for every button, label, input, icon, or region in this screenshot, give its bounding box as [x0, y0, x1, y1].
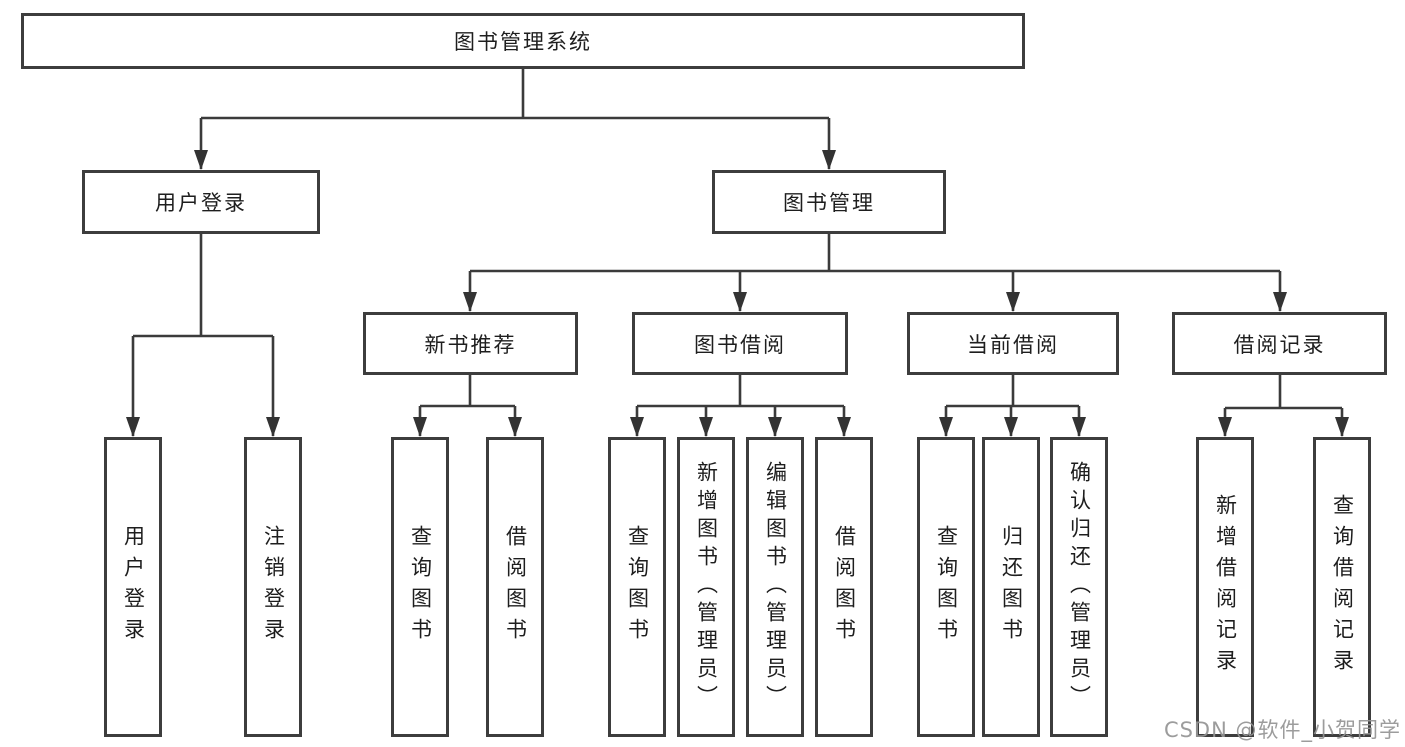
leaf-current-confirm-return-admin: 确认归还（管理员） — [1050, 437, 1108, 737]
connector-user-login-to-leaves — [126, 234, 280, 437]
leaf-borrow-borrow-books-label: 借阅图书 — [832, 525, 857, 649]
leaf-user-login-label: 用户登录 — [121, 525, 146, 649]
leaf-newbook-borrow-books-label: 借阅图书 — [503, 525, 528, 649]
leaf-newbook-borrow-books: 借阅图书 — [486, 437, 544, 737]
connector-root-to-level2 — [194, 69, 836, 170]
connector-borrow-record-to-leaves — [1218, 375, 1349, 437]
node-borrow-record-label: 借阅记录 — [1233, 332, 1326, 357]
node-root-label: 图书管理系统 — [454, 30, 592, 54]
node-book-borrow: 图书借阅 — [632, 312, 848, 375]
leaf-logout-label: 注销登录 — [261, 525, 286, 649]
leaf-current-query-books: 查询图书 — [917, 437, 975, 737]
leaf-borrow-borrow-books: 借阅图书 — [815, 437, 873, 737]
connector-current-borrow-to-leaves — [939, 375, 1086, 437]
node-book-borrow-label: 图书借阅 — [694, 332, 786, 357]
connector-book-borrow-to-leaves — [630, 375, 851, 437]
leaf-current-return-books-label: 归还图书 — [999, 525, 1024, 649]
connector-book-management-to-level3 — [463, 234, 1287, 312]
node-borrow-record: 借阅记录 — [1172, 312, 1387, 375]
leaf-current-confirm-return-admin-label: 确认归还（管理员） — [1067, 461, 1092, 713]
leaf-newbook-query-books-label: 查询图书 — [408, 525, 433, 649]
csdn-watermark: CSDN @软件_小贺同学 — [1163, 718, 1401, 742]
leaf-record-add: 新增借阅记录 — [1196, 437, 1254, 737]
node-current-borrow: 当前借阅 — [907, 312, 1119, 375]
node-root: 图书管理系统 — [21, 13, 1025, 69]
node-new-book-recommend-label: 新书推荐 — [424, 332, 517, 357]
leaf-record-query-label: 查询借阅记录 — [1330, 494, 1355, 680]
leaf-current-return-books: 归还图书 — [982, 437, 1040, 737]
leaf-borrow-edit-books-admin-label: 编辑图书（管理员） — [763, 461, 788, 713]
node-book-management-label: 图书管理 — [783, 191, 875, 215]
node-current-borrow-label: 当前借阅 — [967, 332, 1059, 357]
leaf-record-add-label: 新增借阅记录 — [1213, 494, 1238, 680]
leaf-borrow-query-books-label: 查询图书 — [625, 525, 650, 649]
leaf-borrow-add-books-admin-label: 新增图书（管理员） — [694, 461, 719, 713]
node-user-login-label: 用户登录 — [155, 191, 247, 215]
leaf-borrow-add-books-admin: 新增图书（管理员） — [677, 437, 735, 737]
node-book-management: 图书管理 — [712, 170, 946, 234]
node-user-login: 用户登录 — [82, 170, 320, 234]
leaf-borrow-edit-books-admin: 编辑图书（管理员） — [746, 437, 804, 737]
leaf-record-query: 查询借阅记录 — [1313, 437, 1371, 737]
leaf-logout: 注销登录 — [244, 437, 302, 737]
leaf-user-login: 用户登录 — [104, 437, 162, 737]
leaf-current-query-books-label: 查询图书 — [934, 525, 959, 649]
leaf-borrow-query-books: 查询图书 — [608, 437, 666, 737]
leaf-newbook-query-books: 查询图书 — [391, 437, 449, 737]
connector-new-book-recommend-to-leaves — [413, 375, 522, 437]
node-new-book-recommend: 新书推荐 — [363, 312, 578, 375]
